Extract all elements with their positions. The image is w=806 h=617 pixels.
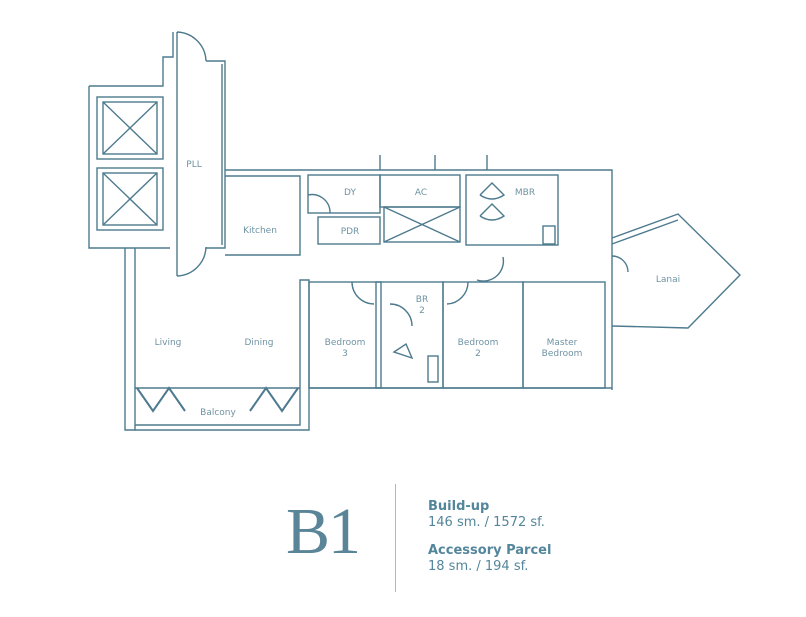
label-dining: Dining — [244, 338, 273, 348]
balcony-doors — [136, 386, 299, 413]
label-kitchen: Kitchen — [243, 226, 277, 236]
accessory-title: Accessory Parcel — [428, 543, 552, 558]
divider — [395, 484, 396, 592]
floor-plan: PLL Kitchen DY AC PDR MBR Lanai BR 2 Liv… — [88, 31, 741, 431]
label-living: Living — [155, 338, 182, 348]
buildup-value: 146 sm. / 1572 sf. — [428, 515, 545, 530]
label-master-line2: Bedroom — [542, 349, 583, 359]
label-bedroom2-line2: 2 — [475, 349, 481, 359]
buildup-title: Build-up — [428, 499, 490, 514]
label-mbr: MBR — [515, 188, 535, 198]
service-rooms — [307, 174, 461, 245]
bedrooms — [308, 281, 606, 389]
label-dy: DY — [344, 188, 356, 198]
label-balcony: Balcony — [200, 408, 236, 418]
label-lanai: Lanai — [656, 275, 680, 285]
label-bedroom3-line2: 3 — [342, 349, 348, 359]
label-bedroom3-line1: Bedroom — [325, 338, 366, 348]
accessory-block: Accessory Parcel 18 sm. / 194 sf. — [428, 543, 551, 575]
pll-corridor — [176, 31, 226, 277]
label-bedroom2-line1: Bedroom — [458, 338, 499, 348]
lanai — [611, 213, 741, 329]
accessory-value: 18 sm. / 194 sf. — [428, 559, 529, 574]
label-pdr: PDR — [341, 227, 360, 237]
unit-code: B1 — [286, 495, 361, 568]
label-master-line1: Master — [547, 338, 578, 348]
label-ac: AC — [415, 188, 427, 198]
master-bath — [465, 174, 559, 282]
lift-core — [88, 32, 174, 249]
label-br2-line1: BR — [416, 295, 428, 305]
unit-outline — [124, 155, 613, 431]
label-br2-line2: 2 — [419, 306, 425, 316]
buildup-block: Build-up 146 sm. / 1572 sf. — [428, 499, 545, 531]
label-pll: PLL — [186, 160, 201, 170]
